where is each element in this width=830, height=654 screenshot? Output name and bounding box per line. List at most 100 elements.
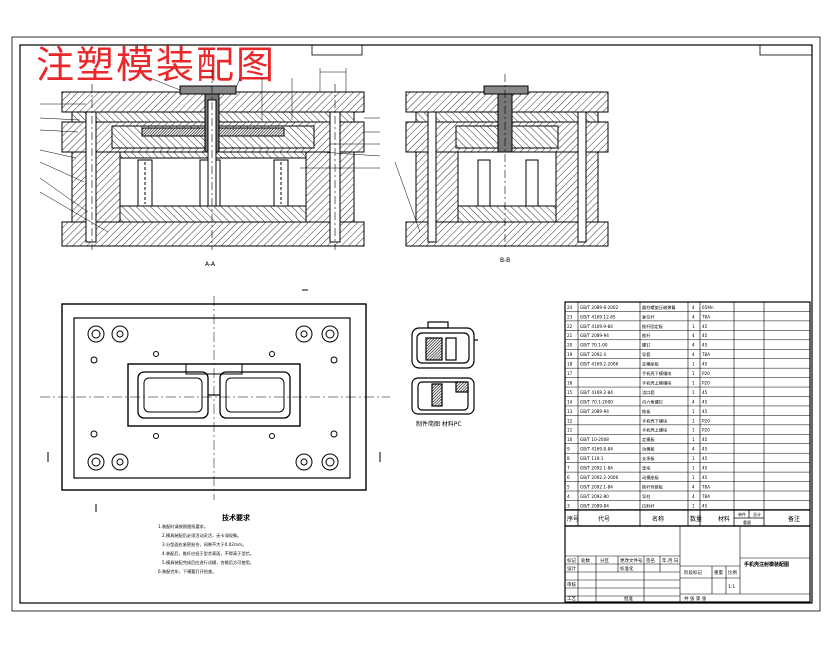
bom-cell-no: 10 <box>567 437 573 442</box>
bom-cell-material: T8A <box>701 314 710 319</box>
bom-cell-name: 定模座板 <box>642 361 660 368</box>
tb-process: 工艺 <box>567 596 576 602</box>
bom-cell-qty: 1 <box>692 475 695 480</box>
bom-cell-qty: 4 <box>692 494 695 499</box>
bom-cell-qty: 4 <box>692 399 695 404</box>
note-line: 1.装配时请按照图纸要求。 <box>158 523 208 530</box>
bom-cell-qty: 1 <box>692 409 695 414</box>
bom-cell-material: P20 <box>702 380 710 385</box>
bom-cell-code: GB/T 70.1-2000 <box>580 399 613 404</box>
bom-cell-material: P20 <box>702 428 710 433</box>
bom-cell-material: 45 <box>702 466 708 471</box>
bom-cell-no: 20 <box>567 343 573 348</box>
bom-cell-material: 45 <box>702 475 708 480</box>
bom-cell-no: 6 <box>567 475 570 480</box>
section-b-b-view: B-B <box>394 74 609 264</box>
bom-cell-name: 圆柱螺旋压缩弹簧 <box>642 304 676 311</box>
bom-cell-qty: 4 <box>692 484 695 489</box>
bom-cell-name: 推杆 <box>642 332 651 339</box>
bom-cell-name: 支承板 <box>642 455 655 462</box>
bom-cell-name: 定模板 <box>642 436 655 443</box>
bom-cell-qty: 4 <box>692 333 695 338</box>
bom-cell-code: GB/T 2092.1-84 <box>580 466 613 471</box>
bom-cell-material: 45 <box>702 343 708 348</box>
bom-cell-material: 45 <box>702 324 708 329</box>
bom-header-material: 材料 <box>718 515 730 523</box>
bom-cell-no: 18 <box>567 362 573 367</box>
bom-cell-no: 4 <box>567 494 570 499</box>
bom-cell-qty: 1 <box>692 456 695 461</box>
bom-header-unit: 单件 <box>738 511 746 517</box>
bom-cell-code: GB/T 2092-80 <box>580 494 609 499</box>
bom-cell-code: GB/T 119.1 <box>580 456 604 461</box>
bom-cell-code: GB/T 2089 8-2002 <box>580 305 619 310</box>
bom-cell-qty: 1 <box>692 437 695 442</box>
bom-cell-qty: 1 <box>692 428 695 433</box>
bom-cell-qty: 4 <box>692 314 695 319</box>
bom-cell-code: GB/T 4169.9-84 <box>580 324 613 329</box>
bom-cell-name: 垫块 <box>642 465 651 472</box>
bom-cell-no: 17 <box>567 371 573 376</box>
bom-cell-no: 13 <box>567 409 573 414</box>
bom-cell-no: 22 <box>567 324 573 329</box>
note-line: 5.模具装配完成后应进行试模，合格后方可使用。 <box>162 559 254 566</box>
tb-approve: 批准 <box>624 595 633 602</box>
tb-scale: 比例 <box>728 569 737 576</box>
bom-header-code: 代号 <box>598 515 610 523</box>
bom-cell-no: 3 <box>567 503 570 508</box>
bom-cell-qty: 4 <box>692 343 695 348</box>
bom-cell-no: 15 <box>567 390 573 395</box>
bom-cell-material: 45 <box>702 399 708 404</box>
bom-cell-material: P20 <box>702 418 710 423</box>
tb-date: 年.月.日 <box>662 557 678 564</box>
tb-scale-value: 1:1 <box>728 584 735 590</box>
bom-header-name: 名称 <box>652 515 664 523</box>
bom-cell-qty: 1 <box>692 418 695 423</box>
bom-cell-qty: 1 <box>692 371 695 376</box>
note-line: 3.分型面应紧密贴合，间隙不大于0.02mm。 <box>162 541 246 548</box>
bom-cell-qty: 4 <box>692 305 695 310</box>
bom-cell-name: 拉料杆 <box>642 502 655 509</box>
bom-cell-name: 导套 <box>642 351 651 358</box>
bom-cell-qty: 1 <box>692 324 695 329</box>
bom-cell-code: GB/T 2092.4 <box>580 352 606 357</box>
bom-cell-qty: 4 <box>692 352 695 357</box>
bom-cell-no: 21 <box>567 333 573 338</box>
bom-cell-no: 5 <box>567 484 570 489</box>
bom-cell-material: 45 <box>702 456 708 461</box>
note-line: 6.装配完毕，下模要打开检查。 <box>158 568 216 575</box>
bom-cell-code: GB/T 4169.2-2006 <box>580 362 619 367</box>
bom-header-weight: 重量 <box>743 519 751 525</box>
bom-cell-name: 导柱 <box>642 493 651 500</box>
bom-cell-material: T8A <box>701 352 710 357</box>
bom-header: 序号 代号 名称 数量 材料 单件 总计 重量 备注 <box>564 509 811 527</box>
bom-cell-material: T8A <box>701 484 710 489</box>
plan-view <box>40 289 390 512</box>
bom-cell-material: 45 <box>702 362 708 367</box>
bom-cell-no: 19 <box>567 352 573 357</box>
bom-cell-name: 手机壳上模镶块 <box>642 379 672 386</box>
bom-cell-name: 推杆固定板 <box>642 323 664 330</box>
section-b-b-label: B-B <box>500 257 510 264</box>
bom-cell-no: 11 <box>567 428 573 433</box>
tb-standard: 标准化 <box>620 565 634 572</box>
bom-cell-code: GB/T 2092.2-2006 <box>580 475 619 480</box>
bom-cell-material: 65Mn <box>702 305 714 310</box>
bom-cell-name: 动模座板 <box>642 474 660 481</box>
bom-cell-name: 动模板 <box>642 446 655 453</box>
bom-cell-qty: 1 <box>692 362 695 367</box>
bom-cell-material: P20 <box>702 371 710 376</box>
note-line: 2.模具装配后必须活动灵活，无卡滞现象。 <box>162 532 241 539</box>
tb-sign: 签名 <box>646 557 655 564</box>
bom-header-no: 序号 <box>567 515 579 523</box>
bom-cell-no: 7 <box>567 466 570 471</box>
drawing-title: 注塑模装配图 <box>36 43 277 87</box>
bom-cell-code: GB/T 2089-94 <box>580 409 609 414</box>
bom-cell-qty: 1 <box>692 503 695 508</box>
bom-cell-code: GB/T 4169.2-84 <box>580 390 613 395</box>
bom-cell-material: 45 <box>702 447 708 452</box>
bom-cell-name: 推板 <box>642 408 651 415</box>
tb-drawing-name: 手机壳注射模装配图 <box>744 561 789 568</box>
title-block: 标记 处数 分区 更改文件号 签名 年.月.日 设计 标准化 审核 工艺 批准 … <box>564 525 811 603</box>
